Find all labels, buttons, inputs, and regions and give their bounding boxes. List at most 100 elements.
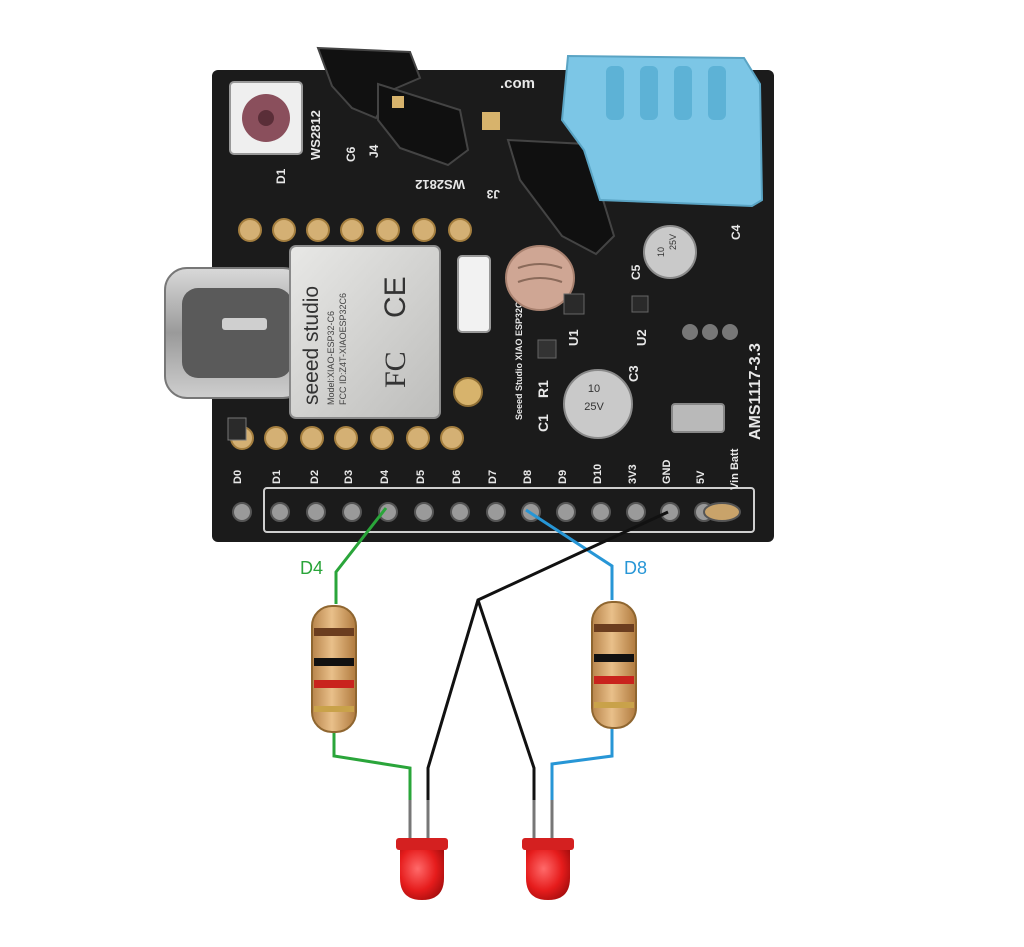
pin-label-d1: D1 — [271, 470, 283, 484]
jumper-headers — [316, 46, 616, 256]
ldr-track — [517, 263, 563, 283]
wire-gnd-left — [426, 510, 669, 800]
pin-label-d4: D4 — [379, 469, 391, 484]
pin-bottom — [300, 426, 324, 450]
led-left — [396, 800, 448, 900]
silk-ams1117: AMS1117-3.3 — [747, 343, 764, 440]
silk-ws2812-top: WS2812 — [308, 110, 323, 160]
wire-d8-bottom — [550, 728, 614, 800]
pin-bottom — [370, 426, 394, 450]
silk-xiao-label: Seeed Studio XIAO ESP32C6 — [514, 296, 524, 420]
pin-label-d3: D3 — [343, 470, 355, 484]
silk-c5: C5 — [629, 264, 643, 280]
pin-bottom — [334, 426, 358, 450]
pin-label-d2: D2 — [309, 470, 321, 484]
silk-d1: D1 — [274, 168, 288, 184]
ws2812-led — [229, 81, 303, 155]
smd-part — [631, 295, 649, 313]
pin-label-d0: D0 — [232, 470, 244, 484]
module-bottom-pins — [230, 426, 464, 450]
header-pin-row — [232, 502, 741, 522]
resistor-right-body — [591, 601, 637, 729]
label-d8: D8 — [624, 558, 647, 578]
led-right-dome — [526, 848, 570, 900]
silk-u1: U1 — [566, 329, 581, 346]
header-pin — [591, 502, 611, 522]
silk-c1: C1 — [535, 414, 551, 432]
silk-c3: C3 — [626, 365, 641, 382]
label-d4: D4 — [300, 558, 323, 578]
regulator-tab — [671, 403, 725, 433]
resistor-left-band-1 — [314, 628, 354, 636]
pin-top — [272, 218, 296, 242]
wires — [332, 507, 669, 800]
smd-part — [227, 417, 247, 441]
wire-gnd-right — [476, 599, 536, 800]
led-right-rim — [522, 838, 574, 850]
wire-d4-bottom — [332, 728, 412, 800]
pin-top — [238, 218, 262, 242]
pin-label-d5: D5 — [415, 470, 427, 484]
ws2812-die — [258, 110, 274, 126]
pin-top — [412, 218, 436, 242]
header-pin — [270, 502, 290, 522]
usb-c-port — [182, 288, 292, 378]
silk-u2: U2 — [634, 329, 649, 346]
header-pin — [232, 502, 252, 522]
header-outline — [263, 487, 755, 533]
module-fcc: FCC ID:Z4T-XIAOESP32C6 — [338, 293, 348, 405]
resistor-left-band-3 — [314, 680, 354, 688]
resistor-left — [311, 605, 357, 733]
resistor-right-band-3 — [594, 676, 634, 684]
capacitor-small-voltage: 25V — [668, 234, 678, 250]
smd-part — [537, 339, 557, 359]
capacitor-large: 10 25V — [563, 369, 633, 439]
dht-sensor — [560, 54, 764, 208]
silk-j4: J4 — [367, 144, 381, 158]
pin-label-gnd: GND — [661, 460, 673, 485]
header-pin — [378, 502, 398, 522]
led-left-dome — [400, 848, 444, 900]
jumper-pin-2 — [392, 96, 404, 108]
ufl-connector — [453, 377, 483, 407]
silk-domain: .com — [500, 75, 535, 92]
pin-label-d9: D9 — [557, 470, 569, 484]
capacitor-large-voltage: 25V — [584, 401, 604, 413]
header-pin-battery — [703, 502, 741, 522]
header-pin — [414, 502, 434, 522]
header-pin — [626, 502, 646, 522]
pin-top — [376, 218, 400, 242]
pin-top — [448, 218, 472, 242]
regulator-pin — [722, 324, 738, 340]
header-pin — [660, 502, 680, 522]
capacitor-small-value: 10 — [656, 247, 666, 257]
wire-d8-top — [525, 508, 614, 600]
dht-slot-2 — [640, 66, 658, 120]
resistor-left-band-4 — [314, 706, 354, 712]
silk-c4: C4 — [729, 224, 743, 240]
jumper-pin — [482, 112, 500, 130]
pin-label-3v3: 3V3 — [627, 464, 639, 484]
header-pin — [306, 502, 326, 522]
usb-c-connector — [164, 267, 306, 399]
resistor-right-band-2 — [594, 654, 634, 662]
dht-slot-1 — [606, 66, 624, 120]
resistor-right-band-1 — [594, 624, 634, 632]
pin-label-d10: D10 — [592, 464, 604, 484]
usb-c-tongue — [222, 318, 267, 330]
pin-label-d8: D8 — [522, 470, 534, 484]
module-brand: seeed studio — [300, 286, 323, 405]
pin-bottom — [264, 426, 288, 450]
module-model: Model:XIAO-ESP32-C6 — [326, 311, 336, 405]
capacitor-large-can — [563, 369, 633, 439]
capacitor-large-value: 10 — [588, 383, 600, 395]
module-top-pins — [238, 218, 472, 242]
resistor-left-band-2 — [314, 658, 354, 666]
capacitor-small-can — [643, 225, 697, 279]
header-pin — [342, 502, 362, 522]
resistor-left-body — [311, 605, 357, 733]
pin-bottom — [440, 426, 464, 450]
silk-c6: C6 — [344, 146, 358, 162]
capacitor-small: 10 25V — [643, 225, 697, 279]
